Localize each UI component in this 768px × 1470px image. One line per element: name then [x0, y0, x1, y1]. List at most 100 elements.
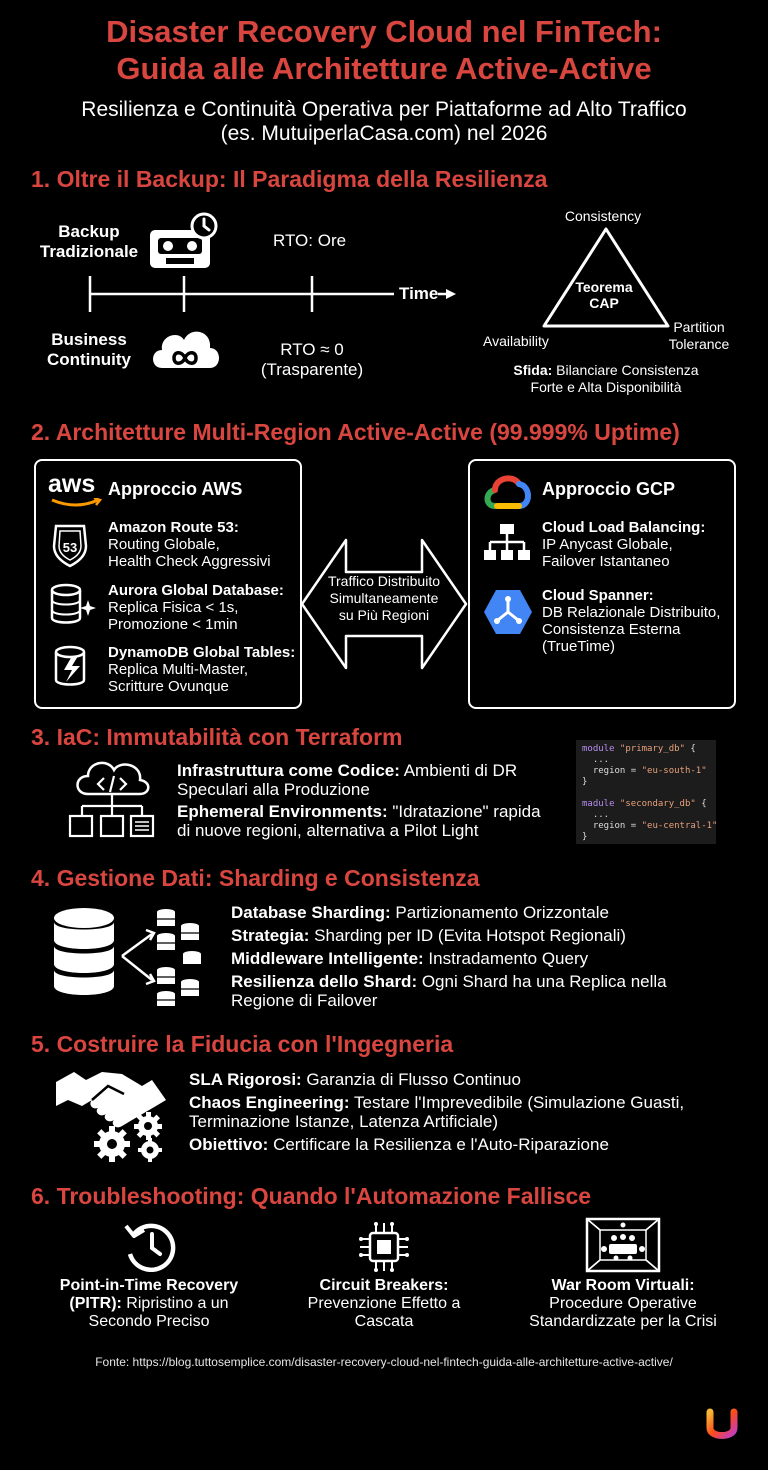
sharding-item-text: Partizionamento Orizzontale — [390, 903, 609, 922]
iac-p1-text-2: Speculari alla Produzione — [177, 780, 370, 799]
backup-label-line-2: Tradizionale — [39, 242, 139, 261]
code-text: region = — [582, 766, 642, 776]
code-keyword: module — [582, 744, 615, 754]
cap-center-line-1: Teorema — [575, 279, 633, 295]
sharding-item-text-2: Regione di Failover — [231, 991, 378, 1010]
bc-label-line-1: Business — [51, 330, 127, 349]
aws-item-title: DynamoDB Global Tables: — [108, 644, 296, 661]
war-room-title: War Room Virtuali: — [551, 1277, 695, 1294]
rto-ore-label: RTO: Ore — [273, 231, 347, 250]
code-string: "eu-south-1" — [641, 766, 707, 776]
aws-item-title: Amazon Route 53: — [108, 519, 239, 536]
iac-p1-text: Ambienti di DR — [399, 761, 518, 780]
sharding-item-bold: Resilienza dello Shard: — [231, 972, 418, 991]
cap-partition-label: Partition Tolerance — [662, 319, 736, 353]
trust-item: Obiettivo: Certificare la Resilienza e l… — [189, 1135, 749, 1154]
arrow-text-line-1: Traffico Distribuito — [327, 573, 441, 589]
aws-item-line: Routing Globale, — [108, 536, 220, 553]
circuit-breakers-item: Circuit Breakers: Prevenzione Effetto a … — [282, 1277, 486, 1331]
trust-item-bold: SLA Rigorosi: — [189, 1070, 302, 1089]
circuit-breakers-text: Prevenzione Effetto a — [307, 1295, 461, 1312]
code-text: ... — [582, 755, 610, 765]
sfida-label: Sfida: — [513, 362, 553, 378]
rto-zero-sub: (Trasparente) — [260, 360, 364, 379]
sharding-item-bold: Middleware Intelligente: — [231, 949, 424, 968]
trust-item: Chaos Engineering: Testare l'Imprevedibi… — [189, 1093, 749, 1112]
trust-item-bold: Chaos Engineering: — [189, 1093, 350, 1112]
arrow-text-line-3: su Più Regioni — [338, 607, 430, 623]
pitr-title-2: (PITR): — [69, 1295, 122, 1312]
brand-logo-icon — [706, 1408, 738, 1439]
business-continuity-label: Business Continuity — [30, 330, 148, 370]
cap-right-line-2: Tolerance — [668, 336, 730, 352]
section-6-heading: 6. Troubleshooting: Quando l'Automazione… — [31, 1183, 592, 1209]
gcp-cloud-logo-icon — [484, 475, 531, 509]
section-4-heading: 4. Gestione Dati: Sharding e Consistenza — [31, 865, 480, 891]
aws-item-dynamodb: DynamoDB Global Tables: Replica Multi-Ma… — [108, 644, 295, 695]
cap-triangle — [542, 227, 670, 328]
circuit-chip-icon — [359, 1222, 409, 1272]
iac-p2-text: "Idratazione" rapida — [387, 802, 541, 821]
aws-item-line: Replica Multi-Master, — [108, 661, 249, 678]
bc-label-line-2: Continuity — [46, 350, 132, 369]
page-title-line-1: Disaster Recovery Cloud nel FinTech: — [106, 14, 662, 49]
aws-title: Approccio AWS — [108, 479, 243, 499]
trust-item: SLA Rigorosi: Garanzia di Flusso Continu… — [189, 1070, 749, 1089]
dynamodb-icon — [54, 645, 86, 686]
war-room-text: Procedure Operative — [549, 1295, 697, 1312]
code-keyword: madule — [582, 799, 615, 809]
section-5-heading: 5. Costruire la Fiducia con l'Ingegneria — [31, 1031, 454, 1057]
gcp-item-line: Failover Istantaneo — [542, 553, 670, 570]
pitr-title: Point-in-Time Recovery — [59, 1277, 239, 1294]
sharding-item-bold: Strategia: — [231, 926, 310, 945]
war-room-item: War Room Virtuali: Procedure Operative S… — [508, 1277, 738, 1331]
trust-list: SLA Rigorosi: Garanzia di Flusso Continu… — [189, 1070, 749, 1154]
circuit-breakers-title: Circuit Breakers: — [319, 1277, 449, 1294]
code-text: } — [582, 832, 588, 842]
code-text: } — [582, 777, 588, 787]
section-2-heading: 2. Architetture Multi-Region Active-Acti… — [31, 419, 680, 445]
sharding-item: Resilienza dello Shard: Ogni Shard ha un… — [231, 972, 701, 991]
code-text: region = — [582, 821, 642, 831]
code-text: { — [684, 744, 696, 754]
source-link[interactable]: Fonte: https://blog.tuttosemplice.com/di… — [95, 1355, 673, 1369]
cap-center-line-2: CAP — [589, 295, 619, 311]
handshake-gears-icon — [56, 1072, 166, 1162]
trust-item-text: Certificare la Resilienza e l'Auto-Ripar… — [268, 1135, 609, 1154]
code-string: "secondary_db" — [614, 799, 696, 809]
terraform-code-snippet: module "primary_db" { ... region = "eu-s… — [576, 740, 717, 844]
section-1-heading: 1. Oltre il Backup: Il Paradigma della R… — [31, 166, 548, 192]
gcp-panel — [468, 459, 736, 709]
aws-item-aurora: Aurora Global Database: Replica Fisica <… — [108, 582, 284, 633]
iac-p2-text-2: di nuove regioni, alternativa a Pilot Li… — [177, 821, 479, 840]
page-subtitle-line-2: (es. MutuiperlaCasa.com) nel 2026 — [220, 122, 548, 145]
rto-zero-value: RTO ≈ 0 — [280, 340, 344, 359]
code-text: ... — [582, 810, 610, 820]
circuit-breakers-text-2: Cascata — [354, 1313, 414, 1330]
cap-right-line-1: Partition — [673, 319, 725, 335]
gcp-item-title: Cloud Load Balancing: — [542, 519, 706, 536]
iac-p1-bold: Infrastruttura come Codice: — [177, 761, 400, 780]
cloud-infinity-icon — [153, 331, 219, 368]
sharding-item: Strategia: Sharding per ID (Evita Hotspo… — [231, 926, 701, 945]
sharding-item-text: Instradamento Query — [423, 949, 589, 968]
gcp-title: Approccio GCP — [542, 479, 676, 499]
sharding-list: Database Sharding: Partizionamento Orizz… — [231, 903, 701, 1010]
section-3-heading: 3. IaC: Immutabilità con Terraform — [31, 724, 403, 750]
gcp-item-line: IP Anycast Globale, — [542, 536, 673, 553]
sharding-item-bold: Database Sharding: — [231, 903, 391, 922]
iac-p2-bold: Ephemeral Environments: — [177, 802, 388, 821]
page-title-line-2: Guida alle Architetture Active-Active — [116, 51, 652, 86]
pitr-text: Ripristino a un — [121, 1295, 229, 1312]
war-room-meeting-icon — [585, 1217, 661, 1273]
backup-label-line-1: Backup — [58, 222, 120, 241]
time-axis-label: Time — [399, 284, 439, 303]
cassette-clock-icon — [150, 212, 218, 268]
load-balancer-network-icon — [484, 524, 530, 560]
aws-logo: aws — [48, 470, 96, 498]
trust-item-text: Garanzia di Flusso Continuo — [301, 1070, 521, 1089]
trust-item-bold: Obiettivo: — [189, 1135, 269, 1154]
sharding-item-text: Sharding per ID (Evita Hotspot Regionali… — [309, 926, 626, 945]
gcp-item-load-balancing: Cloud Load Balancing: IP Anycast Globale… — [542, 519, 705, 570]
traffic-distribution-text: Traffico Distribuito Simultaneamente su … — [312, 573, 456, 624]
